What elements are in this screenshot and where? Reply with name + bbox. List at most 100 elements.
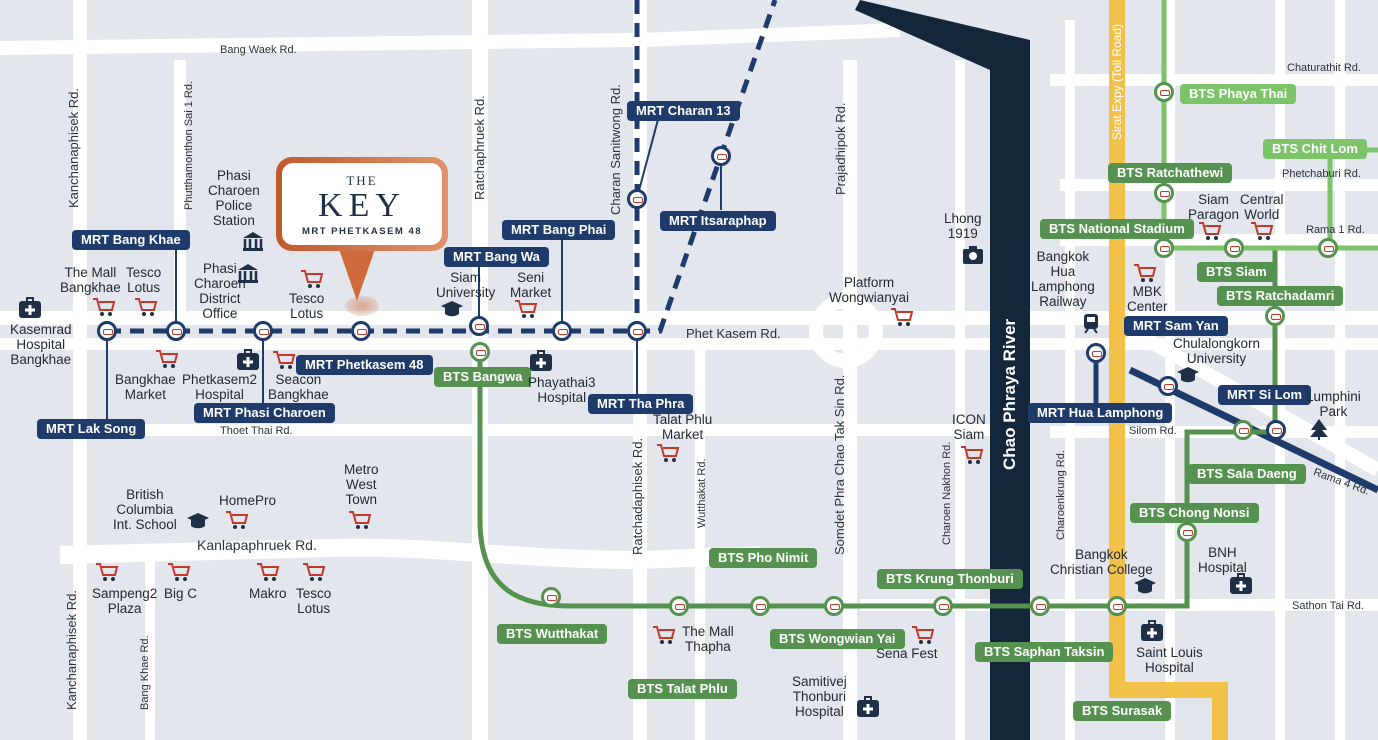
station-marker-hua-lamphong[interactable]	[1086, 343, 1106, 363]
place-metro-west-town: Metro West Town	[344, 462, 379, 507]
station-label-wongwian-yai[interactable]: BTS Wongwian Yai	[770, 629, 905, 649]
road-somdet-label: Somdet Phra Chao Tak Sin Rd.	[832, 374, 847, 555]
place-lumphini: Lumphini Park	[1306, 389, 1361, 419]
station-label-si-lom[interactable]: MRT Si Lom	[1218, 385, 1312, 405]
place-makro: Makro	[249, 586, 287, 601]
road-charoen-nakhon-label: Charoen Nakhon Rd.	[941, 441, 953, 545]
place-mall-thapha: The Mall Thapha	[682, 624, 734, 654]
station-label-surasak[interactable]: BTS Surasak	[1073, 701, 1172, 721]
station-marker-saphan-taksin[interactable]	[1030, 596, 1050, 616]
place-homepro: HomePro	[219, 493, 277, 508]
station-label-bang-khae[interactable]: MRT Bang Khae	[72, 230, 190, 250]
hospital-icon	[1141, 620, 1163, 641]
hospital-icon	[19, 297, 41, 318]
shopping-cart-icon	[1134, 264, 1157, 282]
station-marker-bangwa[interactable]	[470, 342, 490, 362]
shopping-cart-icon	[1199, 222, 1222, 240]
place-siam-university: Siam University	[436, 270, 496, 300]
station-label-chong-nonsi[interactable]: BTS Chong Nonsi	[1130, 503, 1259, 523]
road-phetchaburi-label: Phetchaburi Rd.	[1282, 168, 1361, 180]
station-marker-wutthakat[interactable]	[541, 587, 561, 607]
station-label-ratchadamri[interactable]: BTS Ratchadamri	[1217, 286, 1344, 306]
logo-pointer	[339, 249, 375, 301]
station-marker-chit-lom[interactable]	[1318, 238, 1338, 258]
station-marker-si-lom[interactable]	[1266, 420, 1286, 440]
station-label-phetkasem48[interactable]: MRT Phetkasem 48	[296, 355, 433, 375]
station-marker-wongwian-yai[interactable]	[824, 596, 844, 616]
shopping-cart-icon	[961, 446, 984, 464]
station-label-sam-yan[interactable]: MRT Sam Yan	[1124, 316, 1228, 336]
station-label-bangwa[interactable]: BTS Bangwa	[434, 367, 532, 387]
place-chulalongkorn: Chulalongkorn University	[1173, 336, 1261, 366]
station-label-hua-lamphong[interactable]: MRT Hua Lamphong	[1028, 403, 1173, 423]
station-marker-phaya-thai[interactable]	[1154, 82, 1174, 102]
station-label-talat-phlu[interactable]: BTS Talat Phlu	[628, 679, 737, 699]
station-marker-chong-nonsi[interactable]	[1177, 522, 1197, 542]
station-label-phasi-charoen[interactable]: MRT Phasi Charoen	[194, 403, 335, 423]
station-label-bang-phai[interactable]: MRT Bang Phai	[502, 220, 616, 240]
station-marker-ratchadamri[interactable]	[1265, 306, 1285, 326]
station-marker-ratchathewi[interactable]	[1154, 183, 1174, 203]
logo-key: KEY	[318, 187, 406, 224]
station-label-wutthakat[interactable]: BTS Wutthakat	[497, 624, 608, 644]
road-phet-kasem-label: Phet Kasem Rd.	[686, 326, 781, 341]
station-marker-itsaraphap[interactable]	[711, 146, 731, 166]
road-kanlapaphruek	[59, 538, 761, 570]
station-marker-krung-thonburi[interactable]	[933, 596, 953, 616]
station-marker-charan13[interactable]	[627, 189, 647, 209]
road-bang-khae-label: Bang Khae Rd.	[139, 635, 151, 710]
expressway-line	[1109, 0, 1228, 740]
place-phetkasem2-hospital: Phetkasem2 Hospital	[182, 372, 258, 402]
station-label-national-stadium[interactable]: BTS National Stadium	[1040, 219, 1194, 239]
shopping-cart-icon	[891, 308, 914, 326]
place-samitivej: Samitivej Thonburi Hospital	[792, 674, 847, 719]
place-hua-lamphong-railway: Bangkok Hua Lamphong Railway	[1031, 249, 1095, 309]
place-lhong-1919: Lhong 1919	[944, 211, 982, 241]
road-sathon-label: Sathon Tai Rd.	[1292, 600, 1364, 612]
station-marker-lak-song[interactable]	[97, 321, 117, 341]
station-label-phaya-thai[interactable]: BTS Phaya Thai	[1180, 84, 1297, 104]
train-icon	[1084, 314, 1098, 334]
station-marker-phetkasem48[interactable]	[351, 321, 371, 341]
road-prajadhipok-label: Prajadhipok Rd.	[833, 102, 848, 196]
place-seacon: Seacon Bangkhae	[268, 372, 329, 402]
station-label-sala-daeng[interactable]: BTS Sala Daeng	[1188, 464, 1306, 484]
place-big-c: Big C	[164, 586, 198, 601]
shopping-cart-icon	[257, 563, 280, 581]
station-marker-bang-wa[interactable]	[469, 316, 489, 336]
place-platform: Platform Wongwianyai	[829, 275, 910, 305]
road-bang-waek-label: Bang Waek Rd.	[220, 44, 297, 56]
road-silom-label: Silom Rd.	[1129, 425, 1177, 437]
station-marker-phasi-charoen[interactable]	[253, 321, 273, 341]
tree-icon	[1310, 419, 1328, 440]
river-label: Chao Phraya River	[1000, 318, 1019, 470]
place-icon-siam: ICON Siam	[952, 412, 986, 442]
place-talat-phlu-market: Talat Phlu Market	[653, 412, 713, 442]
station-label-lak-song[interactable]: MRT Lak Song	[37, 419, 146, 439]
station-label-saphan-taksin[interactable]: BTS Saphan Taksin	[975, 642, 1114, 662]
station-marker-talat-phlu[interactable]	[669, 596, 689, 616]
station-marker-national-stadium[interactable]	[1154, 238, 1174, 258]
shopping-cart-icon	[168, 563, 191, 581]
station-label-chit-lom[interactable]: BTS Chit Lom	[1263, 139, 1367, 159]
station-label-charan13[interactable]: MRT Charan 13	[627, 101, 740, 121]
station-label-siam[interactable]: BTS Siam	[1197, 262, 1276, 282]
station-label-bang-wa[interactable]: MRT Bang Wa	[444, 247, 549, 267]
station-label-tha-phra[interactable]: MRT Tha Phra	[588, 394, 694, 414]
station-label-krung-thonburi[interactable]: BTS Krung Thonburi	[877, 569, 1023, 589]
station-marker-surasak[interactable]	[1107, 596, 1127, 616]
place-sampeng2: Sampeng2 Plaza	[92, 586, 158, 616]
place-seni-market: Seni Market	[510, 270, 552, 300]
station-marker-bang-phai[interactable]	[552, 321, 572, 341]
station-marker-tha-phra[interactable]	[627, 321, 647, 341]
station-marker-siam[interactable]	[1224, 238, 1244, 258]
station-marker-bang-khae[interactable]	[166, 321, 186, 341]
station-marker-sala-daeng[interactable]	[1233, 420, 1253, 440]
station-marker-pho-nimit[interactable]	[750, 596, 770, 616]
station-marker-sam-yan[interactable]	[1158, 376, 1178, 396]
road-charoenkrung-label: Charoenkrung Rd.	[1055, 450, 1067, 540]
station-label-ratchathewi[interactable]: BTS Ratchathewi	[1108, 163, 1233, 183]
station-label-pho-nimit[interactable]: BTS Pho Nimit	[709, 548, 818, 568]
road-wutthakat-label: Wutthakat Rd.	[696, 458, 708, 529]
station-label-itsaraphap[interactable]: MRT Itsaraphap	[660, 211, 776, 231]
